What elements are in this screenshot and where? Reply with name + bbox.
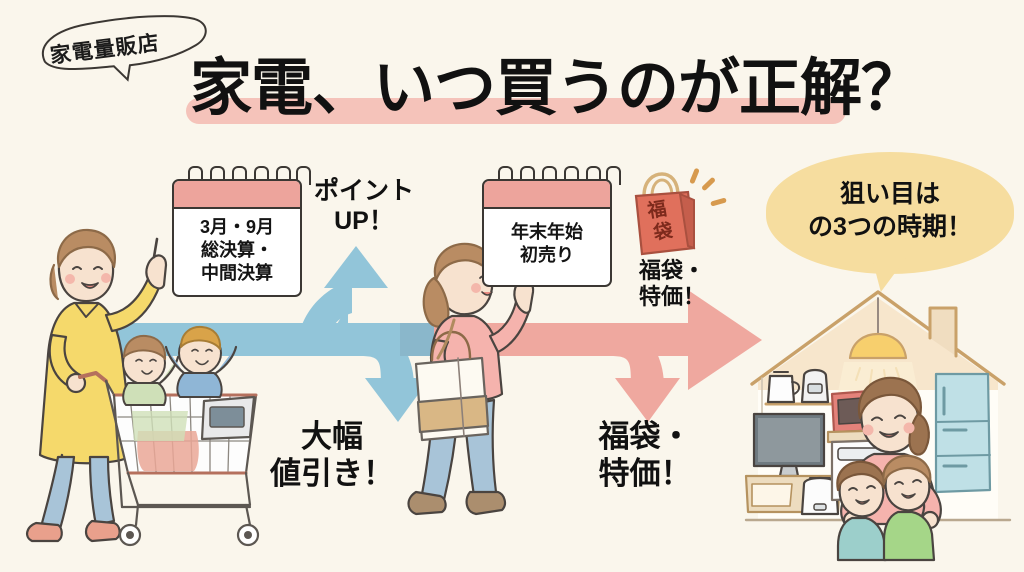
calendar-2-line-1: 年末年始 [511, 222, 583, 242]
calendar-2-rings [492, 166, 621, 185]
callout-fukubukuro-bottom-line-2: 特価！ [598, 456, 692, 492]
callout-fukubukuro-top: 福袋・ 特価！ [614, 258, 730, 311]
callout-point-up: ポイント UP！ [300, 176, 428, 236]
calendar-1-header [174, 181, 300, 209]
calendar-2-body: 年末年始 初売り [484, 209, 610, 285]
calendar-card-1: 3月・9月 総決算・ 中間決算 [172, 166, 311, 298]
callout-point-up-line-1: ポイント [313, 177, 414, 205]
page-title: 家電、いつ買うのが正解？ [186, 46, 923, 132]
callout-fukubukuro-top-line-1: 福袋・ [638, 258, 705, 283]
speech-bubble-body [766, 152, 1014, 274]
fukubukuro-bag: 福 袋 [628, 167, 727, 260]
title-text: 家電、いつ買うのが正解？ [190, 54, 923, 123]
callout-fukubukuro-top-line-2: 特価！ [638, 284, 705, 310]
callout-point-up-line-2: UP！ [334, 207, 394, 235]
speech-bubble-summary: 狙い目は の3つの時期！ [766, 152, 1014, 292]
callout-fukubukuro-bottom-line-1: 福袋・ [598, 419, 692, 454]
fukubukuro-label-char-2: 袋 [651, 219, 675, 245]
fukubukuro-label-char-1: 福 [645, 197, 668, 223]
calendar-card-2: 年末年始 初売り [482, 166, 621, 288]
category-tag-bubble: 家電量販店 [24, 3, 221, 98]
calendar-1-line-1: 3月・9月 [199, 217, 275, 237]
illustration-woman-with-bag [407, 242, 535, 516]
speech-bubble-line-2: の3つの時期！ [808, 213, 972, 241]
calendar-1-body: 3月・9月 総決算・ 中間決算 [174, 209, 300, 295]
callout-big-discount-line-2: 値引き！ [270, 456, 394, 492]
callout-fukubukuro-bottom: 福袋・ 特価！ [570, 418, 720, 492]
speech-bubble-line-1: 狙い目は [839, 180, 940, 208]
callout-big-discount-line-1: 大幅 [301, 419, 363, 454]
calendar-1-line-2: 総決算・ [201, 240, 273, 261]
illustration-woman-with-cart [26, 228, 260, 547]
title-highlight-bar [186, 98, 846, 124]
calendar-2-line-2: 初売り [520, 245, 574, 266]
calendar-1-line-3: 中間決算 [201, 263, 273, 284]
calendar-2-header [484, 181, 610, 209]
calendar-1-rings [182, 166, 311, 185]
callout-big-discount: 大幅 値引き！ [252, 418, 412, 492]
illustration-family-home [744, 290, 1012, 562]
speech-bubble-text: 狙い目は の3つの時期！ [766, 178, 1014, 244]
